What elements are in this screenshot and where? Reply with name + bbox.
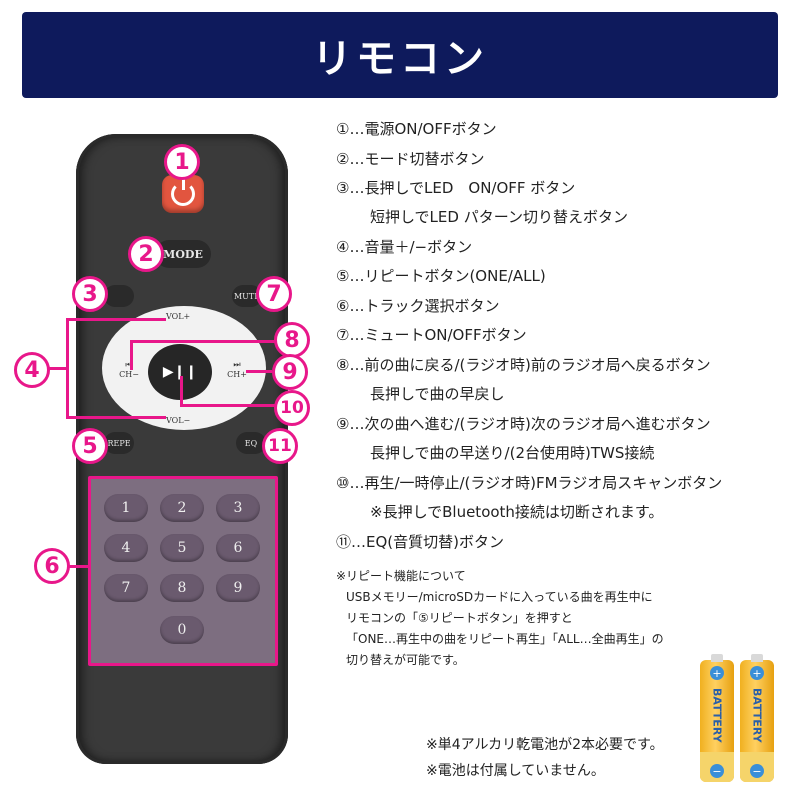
desc-line: ⑥…トラック選択ボタン <box>336 297 500 315</box>
eq-button[interactable]: EQ <box>236 432 266 454</box>
next-track-icon: ⏭ <box>233 360 241 369</box>
desc-line: ⑩…再生/一時停止/(ラジオ時)FMラジオ局スキャンボタン <box>336 474 723 492</box>
key-6[interactable]: 6 <box>216 534 260 562</box>
desc-line: ⑨…次の曲へ進む/(ラジオ時)次のラジオ局へ進むボタン <box>336 415 711 433</box>
vol-plus-label: VOL+ <box>166 312 191 321</box>
callout-3: 3 <box>72 276 108 312</box>
mode-button[interactable]: MODE <box>155 240 211 268</box>
key-5[interactable]: 5 <box>160 534 204 562</box>
previous-track-icon: ⏮ <box>125 360 133 369</box>
desc-line: ④…音量＋/−ボタン <box>336 238 473 256</box>
key-2[interactable]: 2 <box>160 494 204 522</box>
callout-1: 1 <box>164 144 200 180</box>
mute-button[interactable]: MUTE <box>232 285 262 307</box>
key-4[interactable]: 4 <box>104 534 148 562</box>
repeat-button[interactable]: REPE <box>104 432 134 454</box>
desc-line: ③…長押しでLED ON/OFF ボタン <box>336 179 576 197</box>
key-8[interactable]: 8 <box>160 574 204 602</box>
play-pause-icon: ▶❙❙ <box>162 364 198 380</box>
battery-image: + BATTERY − <box>740 654 774 782</box>
ch-minus-text: CH− <box>119 370 139 379</box>
key-1[interactable]: 1 <box>104 494 148 522</box>
desc-line: ⑦…ミュートON/OFFボタン <box>336 326 527 344</box>
ch-plus-text: CH+ <box>227 370 247 379</box>
led-button[interactable] <box>104 285 134 307</box>
callout-5: 5 <box>72 428 108 464</box>
callout-11: 11 <box>262 428 298 464</box>
key-9[interactable]: 9 <box>216 574 260 602</box>
callout-2: 2 <box>128 236 164 272</box>
callout-10: 10 <box>274 390 310 426</box>
callout-6: 6 <box>34 548 70 584</box>
key-7[interactable]: 7 <box>104 574 148 602</box>
key-0[interactable]: 0 <box>160 616 204 644</box>
callout-4-bracket-top <box>66 318 166 321</box>
battery-image: + BATTERY − <box>700 654 734 782</box>
power-button[interactable] <box>162 175 204 213</box>
battery-label: BATTERY <box>750 687 764 743</box>
desc-line: ⑪…EQ(音質切替)ボタン <box>336 533 504 551</box>
callout-8-line-h <box>130 340 278 343</box>
desc-line: ⑧…前の曲に戻る/(ラジオ時)前のラジオ局へ戻るボタン <box>336 356 711 374</box>
battery-note: ※単4アルカリ乾電池が2本必要です。 <box>426 737 664 753</box>
callout-4-bracket-bottom <box>66 416 166 419</box>
callout-7: 7 <box>256 276 292 312</box>
callout-9-line <box>246 370 272 373</box>
desc-line: ※長押しでBluetooth接続は切断されます。 <box>370 503 664 521</box>
battery-note: ※電池は付属していません。 <box>426 763 605 779</box>
repeat-note-line: 「ONE…再生中の曲をリピート再生」「ALL…全曲再生」の <box>346 632 664 646</box>
desc-line: ①…電源ON/OFFボタン <box>336 120 497 138</box>
repeat-note: ※リピート機能について USBメモリー/microSDカードに入っている曲を再生… <box>336 566 664 671</box>
desc-line: ②…モード切替ボタン <box>336 150 485 168</box>
power-icon <box>171 179 195 206</box>
callout-10-line-h <box>180 404 278 407</box>
vol-minus-label: VOL− <box>166 416 191 425</box>
callout-4-line <box>48 367 68 370</box>
callout-8-line-v <box>130 340 133 370</box>
callout-9: 9 <box>272 354 308 390</box>
key-3[interactable]: 3 <box>216 494 260 522</box>
callout-6-line <box>68 565 90 568</box>
desc-line: 短押しでLED パターン切り替えボタン <box>370 208 628 226</box>
repeat-note-line: リモコンの「⑤リピートボタン」を押すと <box>346 611 573 625</box>
ch-minus-label[interactable]: ⏮ CH− <box>114 360 144 379</box>
ch-plus-label[interactable]: ⏭ CH+ <box>222 360 252 379</box>
desc-line: 長押しで曲の早戻し <box>370 385 505 403</box>
repeat-note-line: USBメモリー/microSDカードに入っている曲を再生中に <box>346 590 653 604</box>
repeat-note-title: ※リピート機能について <box>336 569 466 583</box>
desc-line: 長押しで曲の早送り/(2台使用時)TWS接続 <box>370 444 655 462</box>
callout-10-line-v <box>180 376 183 406</box>
battery-label: BATTERY <box>710 687 724 743</box>
desc-line: ⑤…リピートボタン(ONE/ALL) <box>336 267 546 285</box>
header-banner: リモコン <box>22 12 778 98</box>
repeat-note-line: 切り替えが可能です。 <box>346 653 465 667</box>
callout-8: 8 <box>274 322 310 358</box>
page-title: リモコン <box>312 36 488 82</box>
callout-4: 4 <box>14 352 50 388</box>
